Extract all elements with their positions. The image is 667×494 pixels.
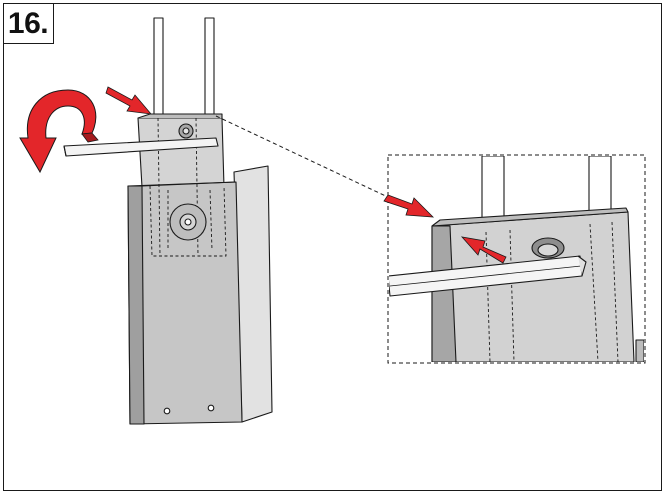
detail-leader-line <box>215 115 393 200</box>
detail-push-arrow-left <box>383 194 435 218</box>
screw-hole-left <box>163 407 171 415</box>
upper-rails <box>153 17 215 119</box>
step-number-badge: 16. <box>3 3 54 44</box>
detail-push-arrow-right <box>460 236 507 264</box>
screw-hole-right <box>207 404 215 412</box>
detail-inset <box>383 154 646 364</box>
push-arrow-icon <box>105 86 152 115</box>
barrier-assembly <box>63 17 273 425</box>
rotate-counterclockwise-icon <box>19 89 99 174</box>
